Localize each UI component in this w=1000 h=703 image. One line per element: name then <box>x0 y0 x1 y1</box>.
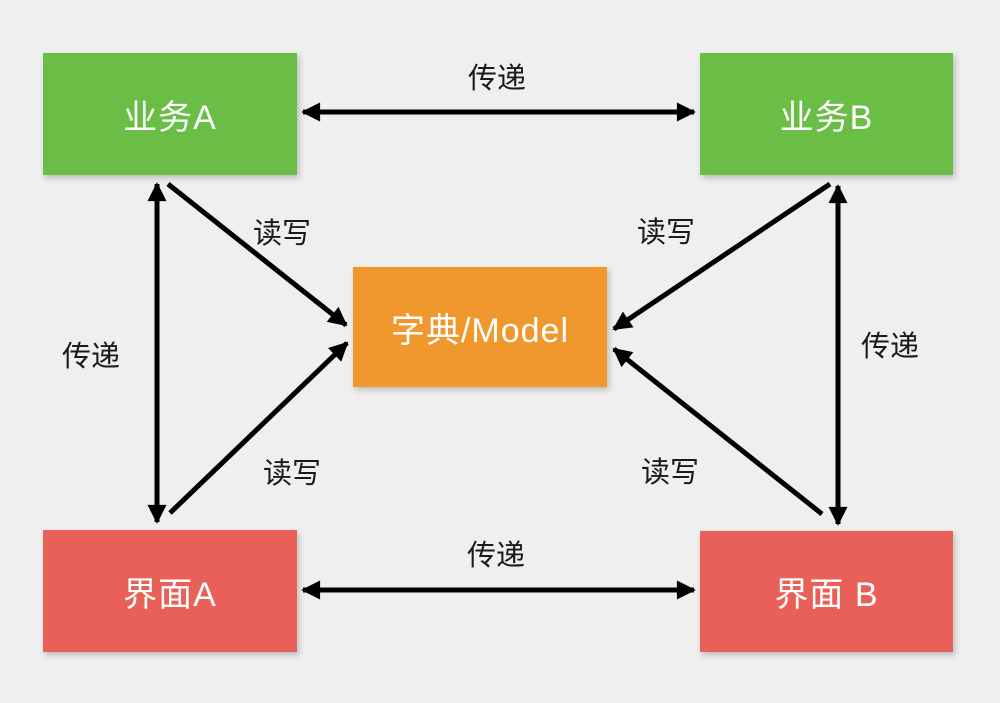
node-ui-b: 界面 B <box>700 531 953 652</box>
node-model-label: 字典/Model <box>390 311 570 350</box>
edge-label-transfer-left: 传递 <box>61 341 121 373</box>
edge-business-b-model-arrow <box>612 181 832 332</box>
edge-ui-a-model-arrow <box>168 341 349 515</box>
edge-label-readwrite-top-left: 读写 <box>252 218 312 250</box>
node-business-a: 业务A <box>43 53 297 175</box>
edge-label-transfer-top: 传递 <box>467 63 527 95</box>
node-ui-a: 界面A <box>43 530 297 652</box>
node-business-b: 业务B <box>700 53 953 175</box>
node-ui-a-label: 界面A <box>123 575 217 614</box>
edge-label-transfer-bottom: 传递 <box>466 540 526 572</box>
node-business-b-label: 业务B <box>779 98 874 137</box>
edge-label-readwrite-bottom-left: 读写 <box>262 458 322 490</box>
node-ui-b-label: 界面 B <box>774 576 879 614</box>
edge-label-transfer-right: 传递 <box>860 331 920 363</box>
edge-label-readwrite-top-right: 读写 <box>636 217 696 249</box>
edge-ui-b-model-arrow <box>612 347 824 516</box>
node-business-a-label: 业务A <box>123 98 217 137</box>
edge-label-readwrite-bottom-right: 读写 <box>640 457 700 489</box>
node-model: 字典/Model <box>353 267 607 387</box>
edge-business-a-model-arrow <box>166 182 348 327</box>
